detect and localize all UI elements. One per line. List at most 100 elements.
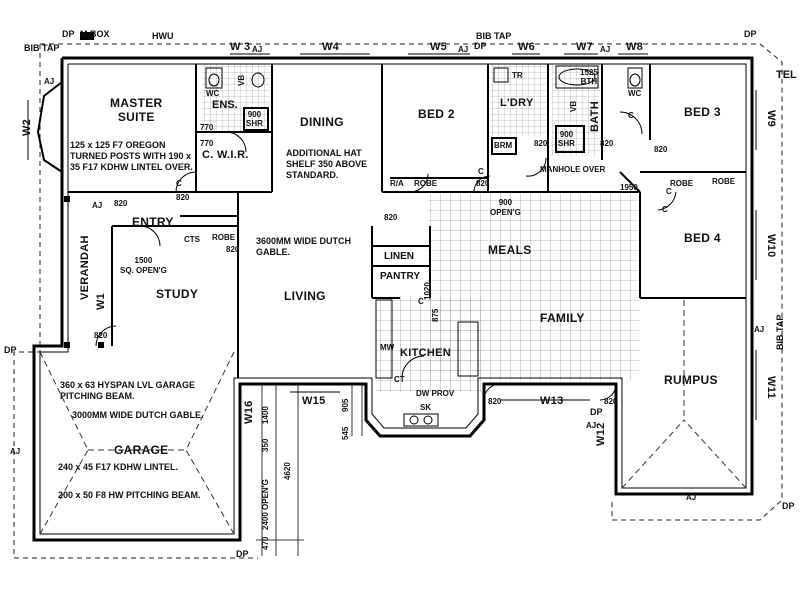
label-dp-left: DP bbox=[4, 345, 17, 355]
dim-2400: 2400 OPEN'G bbox=[261, 479, 270, 530]
window-w15: W15 bbox=[302, 395, 326, 407]
room-meals: MEALS bbox=[488, 243, 532, 257]
label-dp-topleft: DP bbox=[62, 29, 75, 39]
label-mw: MW bbox=[380, 343, 395, 352]
dim-470: 470 bbox=[261, 536, 270, 550]
label-tr: TR bbox=[512, 71, 523, 80]
label-robe-bed4b: ROBE bbox=[712, 177, 736, 186]
door-swings bbox=[95, 111, 677, 401]
label-aj-3: AJ bbox=[600, 45, 611, 54]
room-bed4: BED 4 bbox=[684, 231, 721, 245]
rumpus-roof-lines bbox=[621, 300, 747, 489]
label-bibtap-right: BIB TAP bbox=[775, 314, 785, 350]
label-820-11: 820 bbox=[384, 213, 398, 222]
label-1950: 1950 bbox=[620, 183, 638, 192]
label-brm: BRM bbox=[494, 141, 513, 150]
label-ra: R/A bbox=[390, 179, 404, 188]
label-1020: 1020 bbox=[423, 282, 432, 300]
note-dutch-gable-3000: 3000MM WIDE DUTCH GABLE. bbox=[72, 410, 204, 420]
label-dp-bottom: DP bbox=[236, 549, 249, 559]
room-verandah: VERANDAH bbox=[79, 235, 91, 300]
label-c-5: C bbox=[662, 205, 668, 214]
ensuite-tiles bbox=[202, 64, 270, 132]
label-bibtap-top: BIB TAP bbox=[476, 31, 512, 41]
label-hwu: HWU bbox=[152, 31, 174, 41]
label-dp-right: DP bbox=[782, 501, 795, 511]
meter-box bbox=[80, 32, 94, 40]
label-cts: CTS bbox=[184, 235, 200, 244]
label-aj-1: AJ bbox=[252, 45, 263, 54]
label-dwprov: DW PROV bbox=[416, 389, 455, 398]
exterior-walls-inner bbox=[39, 63, 747, 535]
dim-905: 905 bbox=[341, 398, 350, 412]
label-c-1: C bbox=[176, 179, 182, 188]
room-bed2: BED 2 bbox=[418, 107, 455, 121]
label-mbox: M.BOX bbox=[80, 29, 110, 39]
window-w10: W10 bbox=[765, 234, 777, 258]
room-pantry: PANTRY bbox=[380, 271, 420, 282]
room-study: STUDY bbox=[156, 287, 199, 301]
label-820-10: 820 bbox=[604, 397, 618, 406]
garage-roof-lines bbox=[39, 351, 235, 535]
room-wir: C. W.I.R. bbox=[202, 149, 249, 161]
room-living: LIVING bbox=[284, 289, 326, 303]
window-w8: W8 bbox=[626, 41, 644, 53]
fixtures bbox=[205, 65, 643, 155]
label-sk: SK bbox=[420, 403, 432, 412]
room-ensuite: ENS. bbox=[212, 99, 238, 111]
label-820-1: 820 bbox=[114, 199, 128, 208]
note-pitching-200: 200 x 50 F8 HW PITCHING BEAM. bbox=[58, 490, 201, 500]
label-c-4: C bbox=[666, 187, 672, 196]
room-linen: LINEN bbox=[384, 251, 414, 262]
label-aj-6: AJ bbox=[686, 493, 697, 502]
window-w2: W2 bbox=[21, 118, 33, 136]
room-rumpus: RUMPUS bbox=[664, 373, 718, 387]
label-770a: 770 bbox=[200, 123, 214, 132]
room-kitchen: KITCHEN bbox=[400, 347, 451, 359]
dim-4620: 4620 bbox=[283, 462, 292, 480]
label-c-2: C bbox=[478, 167, 484, 176]
window-w11: W11 bbox=[765, 376, 777, 399]
note-hat-shelf: ADDITIONAL HAT SHELF 350 ABOVE STANDARD. bbox=[286, 148, 368, 180]
label-aj-7: AJ bbox=[586, 421, 597, 430]
dim-545: 545 bbox=[341, 426, 350, 440]
label-aj-4: AJ bbox=[44, 77, 55, 86]
window-w12: W12 bbox=[595, 422, 607, 446]
label-820-6: 820 bbox=[654, 145, 668, 154]
window-w4: W4 bbox=[322, 41, 340, 53]
laundry-tiles bbox=[490, 64, 546, 136]
room-garage: GARAGE bbox=[114, 443, 169, 457]
label-770b: 770 bbox=[200, 139, 214, 148]
window-w16: W16 bbox=[243, 400, 255, 424]
label-aj-9: AJ bbox=[754, 325, 765, 334]
room-laundry: L'DRY bbox=[500, 97, 534, 109]
label-bibtap-left: BIB TAP bbox=[24, 43, 60, 53]
label-820-7: 820 bbox=[226, 245, 240, 254]
label-wc-bath: WC bbox=[628, 89, 642, 98]
window-w6: W6 bbox=[518, 41, 536, 53]
note-hyspan: 360 x 63 HYSPAN LVL GARAGE PITCHING BEAM… bbox=[60, 380, 196, 401]
window-w1: W1 bbox=[95, 292, 107, 310]
window-w5: W5 bbox=[430, 41, 448, 53]
label-vb-bath: VB bbox=[569, 100, 578, 112]
dimension-lines bbox=[256, 383, 363, 556]
label-robe-bed2: ROBE bbox=[414, 179, 438, 188]
label-dp-rumpus: DP bbox=[590, 407, 603, 417]
window-w13: W13 bbox=[540, 395, 564, 407]
label-820-2: 820 bbox=[176, 193, 190, 202]
label-open1500: 1500 SQ. OPEN'G bbox=[120, 256, 167, 275]
label-wc-ens: WC bbox=[206, 89, 220, 98]
label-vb-ens: VB bbox=[237, 74, 246, 86]
window-w9: W9 bbox=[765, 110, 777, 128]
label-ct: CT bbox=[394, 375, 405, 384]
label-aj-5: AJ bbox=[92, 201, 103, 210]
room-dining: DINING bbox=[300, 115, 344, 129]
label-manhole: MANHOLE OVER bbox=[540, 165, 606, 174]
label-shr-bath: 900 SHR bbox=[558, 130, 575, 148]
note-posts: 125 x 125 F7 OREGON TURNED POSTS WITH 19… bbox=[70, 140, 193, 172]
window-w3: W 3 bbox=[230, 41, 251, 53]
label-bth: 1525 BTH bbox=[580, 68, 598, 86]
label-tel: TEL bbox=[776, 69, 797, 81]
label-shr-ens: 900 SHR bbox=[246, 110, 263, 128]
